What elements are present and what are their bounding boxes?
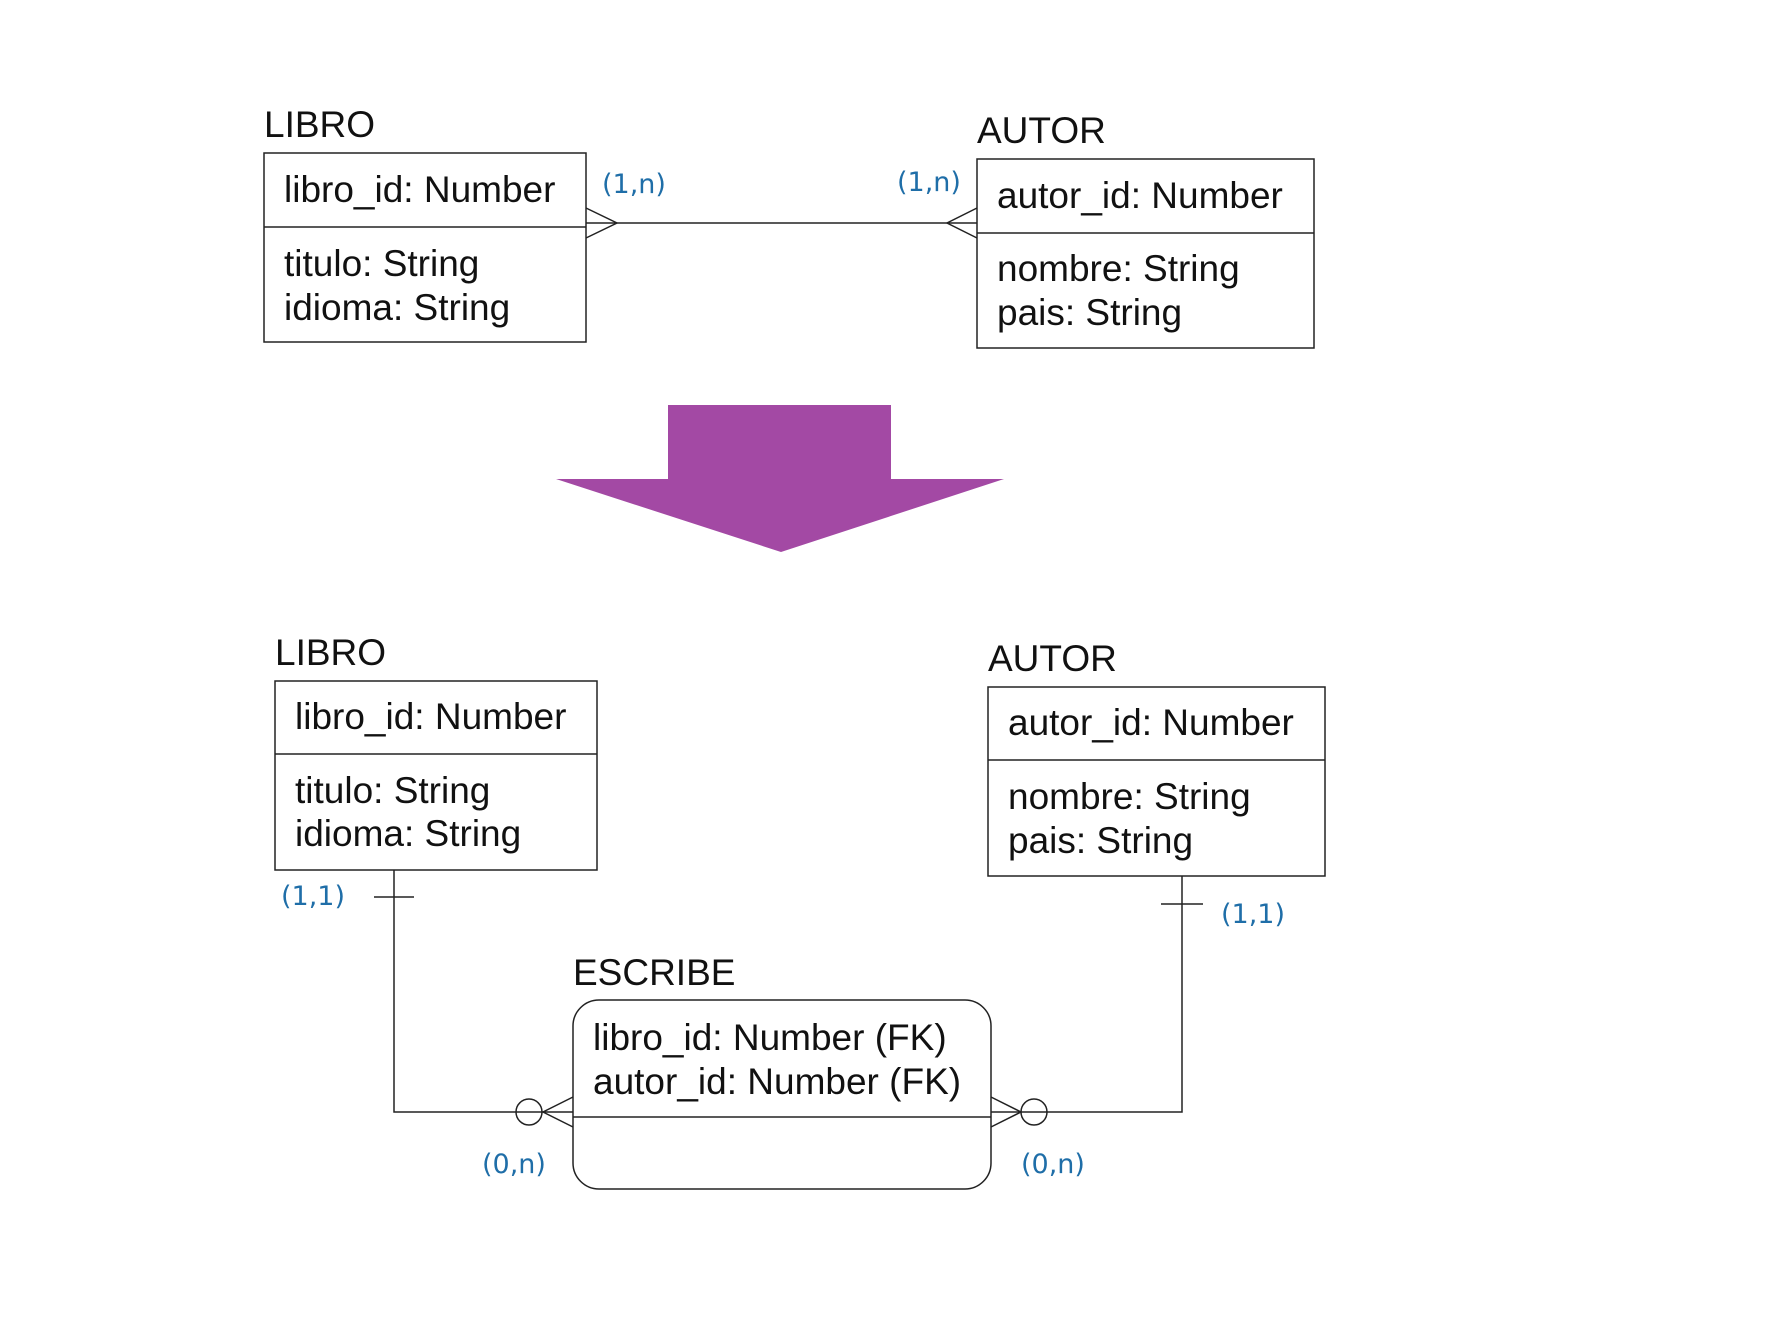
top-autor-attr-1: nombre: String	[997, 248, 1240, 289]
escribe-attr-2: autor_id: Number (FK)	[593, 1061, 961, 1102]
escribe-box	[572, 999, 992, 1190]
escribe-entity: ESCRIBE libro_id: Number (FK) autor_id: …	[572, 952, 992, 1190]
libro-side-crowfoot-icon	[541, 1096, 574, 1128]
top-model: LIBRO libro_id: Number titulo: String id…	[263, 104, 1315, 349]
top-autor-pk: autor_id: Number	[997, 175, 1283, 216]
autor-escribe-line	[991, 876, 1183, 1113]
bottom-libro-attr-1: titulo: String	[295, 770, 490, 811]
escribe-card-libro-side: (0,n)	[482, 1149, 546, 1180]
bottom-libro-title: LIBRO	[275, 632, 386, 673]
bottom-libro-attr-2: idioma: String	[295, 813, 521, 854]
bottom-card-autor: (1,1)	[1221, 899, 1285, 930]
top-crowfoot-autor-icon	[945, 207, 978, 239]
top-libro-attr-2: idioma: String	[284, 287, 510, 328]
escribe-attr-1: libro_id: Number (FK)	[593, 1017, 947, 1058]
top-autor-title: AUTOR	[977, 110, 1106, 151]
top-libro-entity: LIBRO libro_id: Number titulo: String id…	[263, 104, 587, 343]
bottom-card-libro: (1,1)	[281, 881, 345, 912]
top-crowfoot-libro-icon	[585, 207, 619, 239]
bottom-model: LIBRO libro_id: Number titulo: String id…	[274, 632, 1326, 1190]
top-card-autor: (1,n)	[897, 167, 961, 198]
bottom-autor-attr-1: nombre: String	[1008, 776, 1251, 817]
bottom-autor-attr-2: pais: String	[1008, 820, 1193, 861]
bottom-autor-entity: AUTOR autor_id: Number nombre: String pa…	[987, 638, 1326, 877]
bottom-autor-box	[987, 686, 1326, 877]
top-libro-box	[263, 152, 587, 343]
bottom-libro-pk: libro_id: Number	[295, 696, 566, 737]
down-arrow-icon	[556, 405, 1004, 552]
top-libro-attr-1: titulo: String	[284, 243, 479, 284]
libro-escribe-line	[393, 870, 573, 1113]
top-autor-entity: AUTOR autor_id: Number nombre: String pa…	[976, 110, 1315, 349]
top-card-libro: (1,n)	[602, 169, 666, 200]
escribe-title: ESCRIBE	[573, 952, 735, 993]
top-autor-attr-2: pais: String	[997, 292, 1182, 333]
top-libro-pk: libro_id: Number	[284, 169, 555, 210]
top-libro-title: LIBRO	[264, 104, 375, 145]
bottom-libro-entity: LIBRO libro_id: Number titulo: String id…	[274, 632, 598, 871]
bottom-autor-pk: autor_id: Number	[1008, 702, 1294, 743]
bottom-libro-box	[274, 680, 598, 871]
top-relationship-line: (1,n) (1,n)	[585, 167, 978, 239]
bottom-autor-title: AUTOR	[988, 638, 1117, 679]
autor-side-crowfoot-icon	[990, 1096, 1023, 1128]
autor-escribe-relationship: (1,1) (0,n)	[990, 876, 1285, 1180]
top-autor-box	[976, 158, 1315, 349]
libro-escribe-relationship: (1,1) (0,n)	[281, 870, 574, 1180]
escribe-card-autor-side: (0,n)	[1021, 1149, 1085, 1180]
